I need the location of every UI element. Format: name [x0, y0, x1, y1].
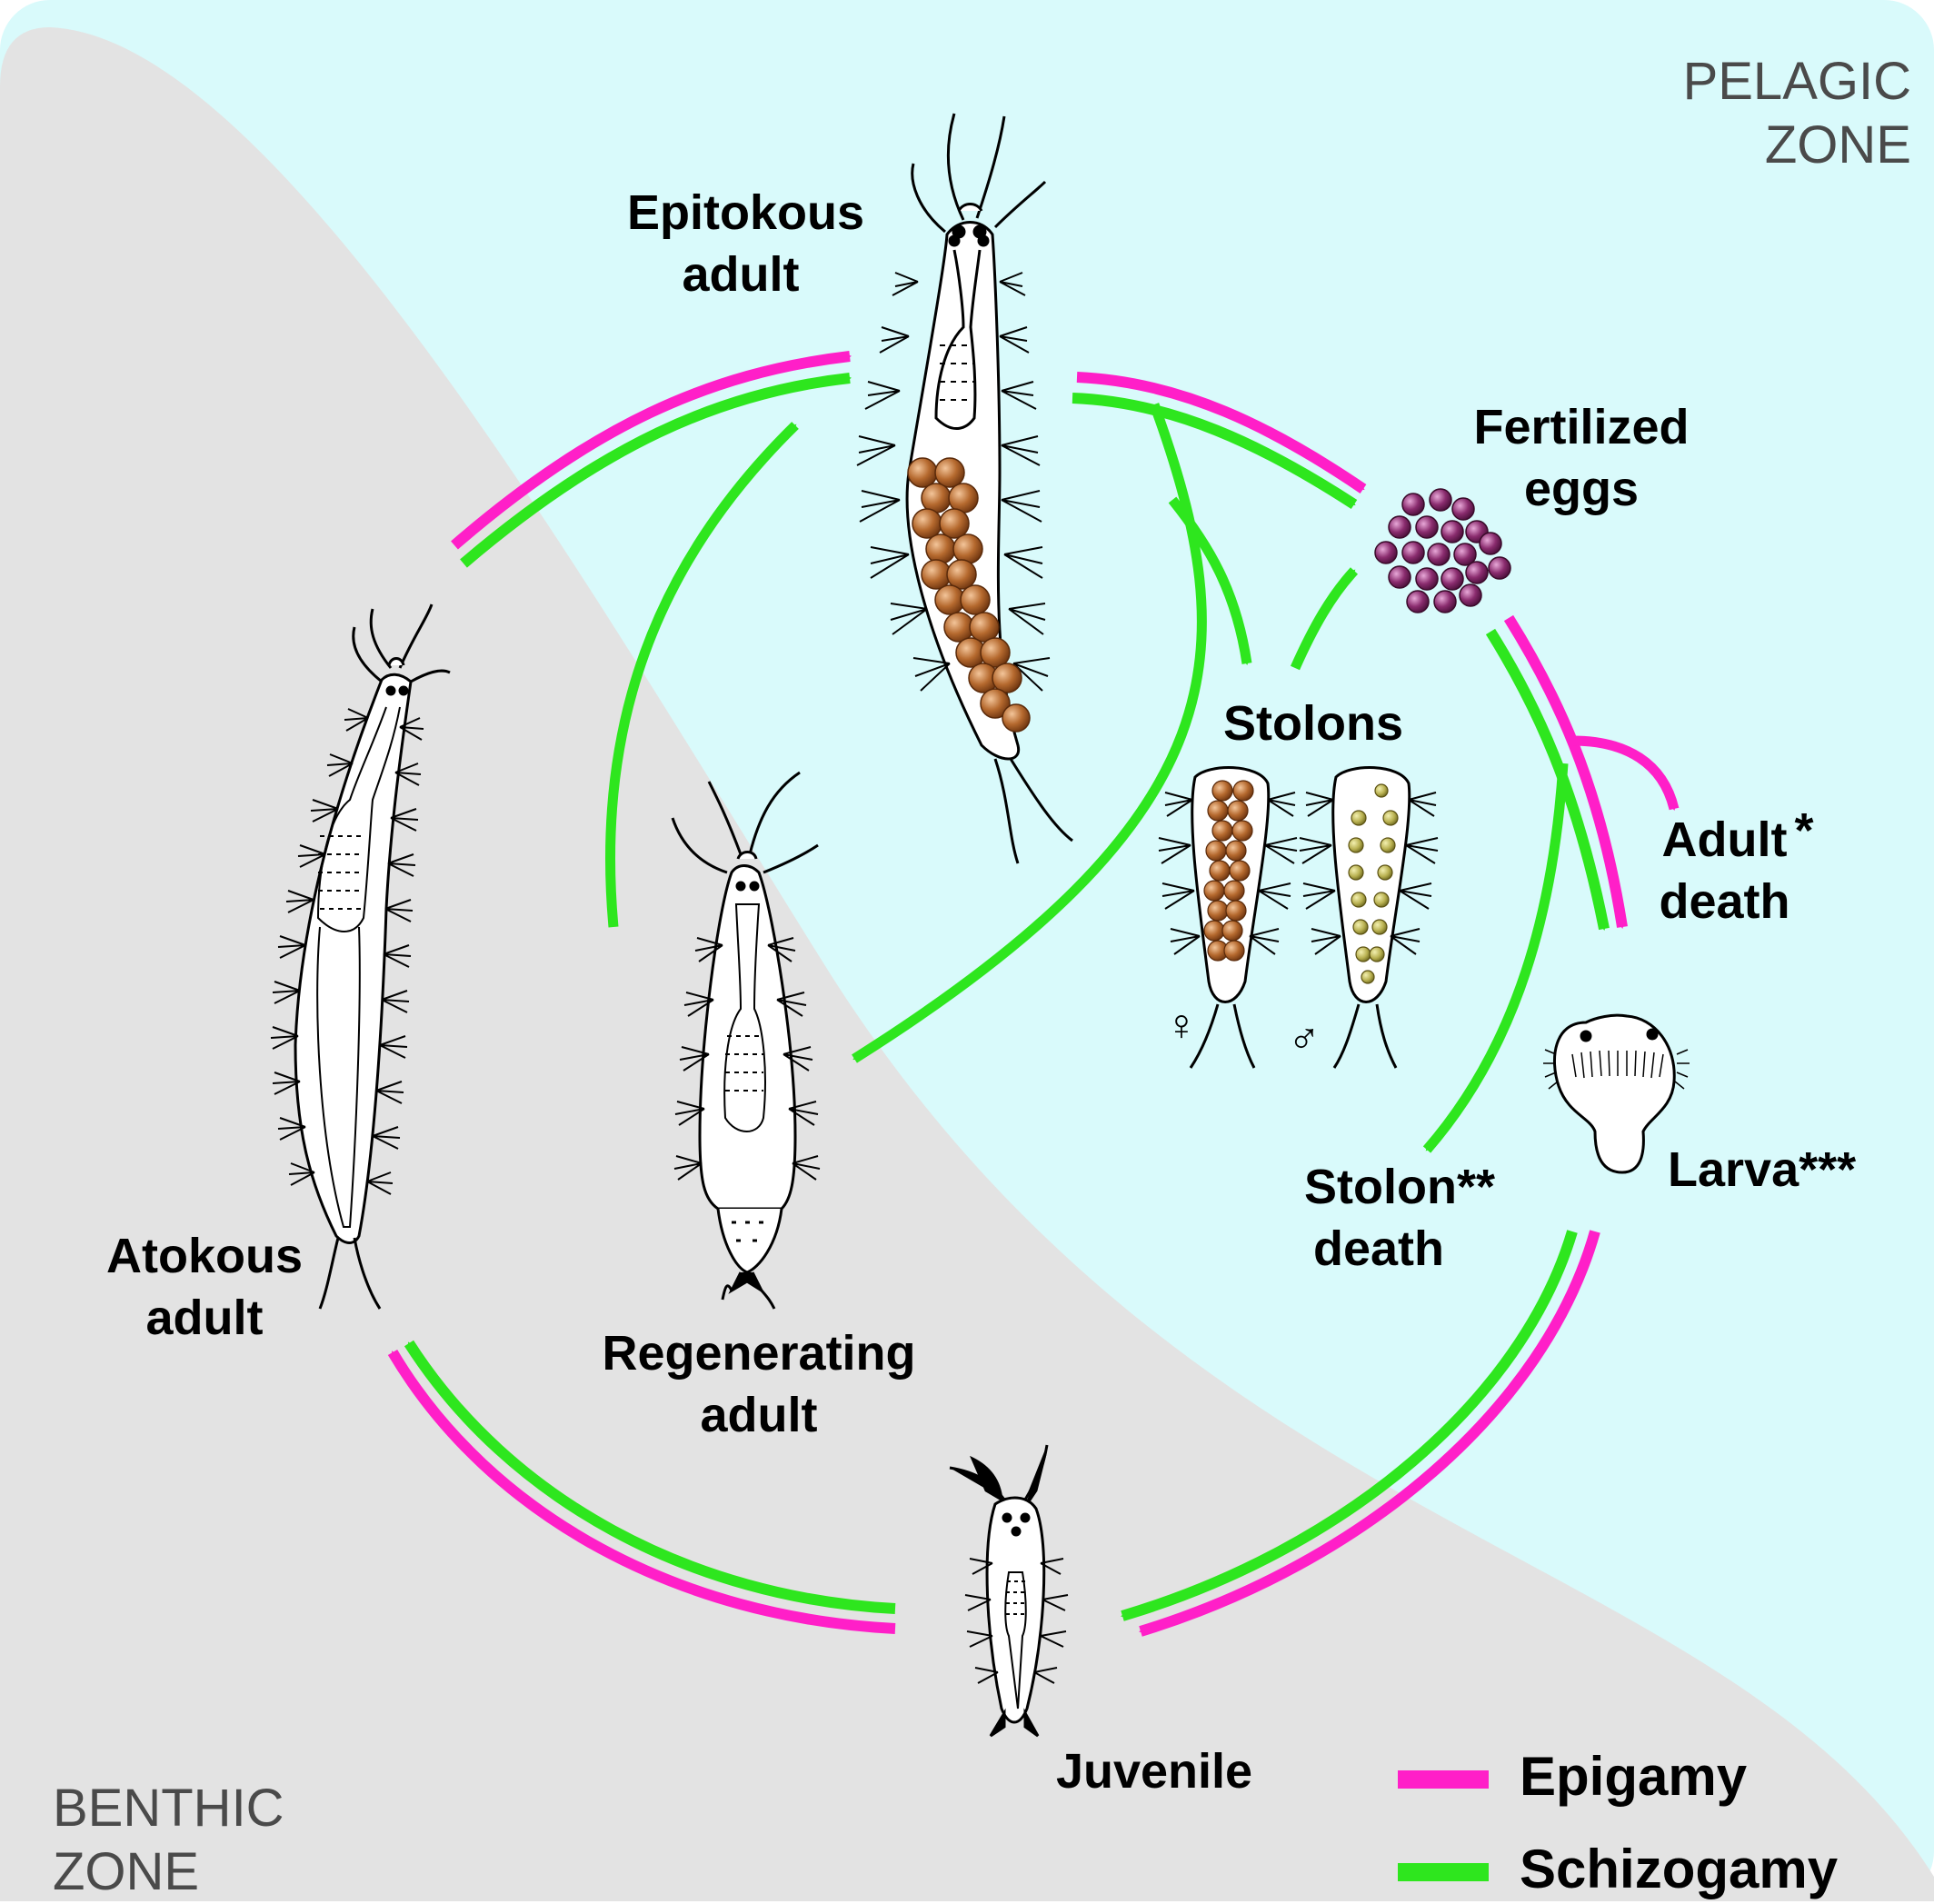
arrow-epigamy-to-adult-death	[1571, 735, 1680, 811]
benthic-zone-line-1: BENTHIC	[53, 1779, 284, 1838]
legend-label-epigamy: Epigamy	[1520, 1746, 1748, 1807]
adult-death-line-2: death	[1659, 874, 1790, 929]
atokous-adult-illustration	[270, 603, 451, 1310]
regenerating-adult-illustration	[671, 771, 821, 1310]
adult-death-line-1: Adult	[1661, 812, 1788, 867]
epitokous-adult-label: Epitokous adult	[627, 182, 865, 305]
adult-death-label: Adult death	[1645, 809, 1804, 932]
pelagic-zone-line-2: ZONE	[1764, 115, 1911, 174]
arrow-schizogamy-to-stolon-death	[1422, 763, 1569, 1153]
arrow-epigamy-epitokous-to-eggs	[1076, 372, 1367, 493]
juvenile-label: Juvenile	[1055, 1744, 1253, 1799]
pelagic-zone-line-1: PELAGIC	[1682, 52, 1911, 111]
epitokous-line-1: Epitokous	[627, 185, 865, 240]
fertilized-line-2: eggs	[1523, 462, 1640, 516]
arrow-schizogamy-epitokous-to-eggs	[1072, 393, 1358, 510]
arrow-epigamy-atokous-to-epitokous	[451, 351, 852, 550]
male-symbol: ♂	[1288, 1015, 1321, 1063]
arrow-schizogamy-eggs-to-larva	[1485, 628, 1610, 931]
atokous-line-2: adult	[145, 1291, 264, 1345]
female-symbol: ♀	[1165, 1002, 1198, 1050]
male-stolon-illustration	[1299, 766, 1439, 1069]
fertilized-line-1: Fertilized	[1473, 400, 1690, 454]
benthic-zone-label: BENTHIC ZONE	[53, 1777, 284, 1904]
stolons-label: Stolons	[1223, 696, 1403, 751]
arrow-schizogamy-regenerating-to-epitokous	[604, 422, 799, 928]
fertilized-eggs-cluster	[1374, 488, 1511, 613]
legend-label-schizogamy: Schizogamy	[1520, 1839, 1839, 1899]
adult-death-asterisk: *	[1794, 803, 1814, 858]
epitokous-line-2: adult	[682, 247, 800, 302]
regenerating-line-2: adult	[700, 1388, 818, 1442]
regenerating-line-1: Regenerating	[602, 1326, 916, 1381]
arrow-schizogamy-larva-to-juvenile	[1121, 1230, 1578, 1621]
arrow-schizogamy-to-regenerating	[852, 403, 1207, 1063]
larva-illustration	[1543, 1013, 1690, 1174]
arrow-schizogamy-stolons-to-eggs	[1290, 567, 1359, 671]
juvenile-illustration	[949, 1444, 1069, 1738]
stolon-death-line-1: Stolon**	[1304, 1160, 1495, 1214]
regenerating-adult-label: Regenerating adult	[582, 1322, 936, 1446]
pelagic-zone-label: PELAGIC ZONE	[1683, 50, 1911, 177]
female-stolon-illustration	[1158, 766, 1298, 1069]
epitokous-adult-illustration	[856, 113, 1073, 864]
benthic-zone-line-2: ZONE	[53, 1842, 200, 1901]
fertilized-eggs-label: Fertilized eggs	[1450, 396, 1713, 520]
arrow-epigamy-larva-to-juvenile	[1139, 1230, 1600, 1637]
arrow-schizogamy-atokous-to-epitokous	[460, 373, 852, 568]
legend-swatch-epigamy	[1398, 1770, 1489, 1789]
atokous-line-1: Atokous	[106, 1229, 303, 1283]
stolon-death-line-2: death	[1313, 1221, 1445, 1276]
arrow-epigamy-juvenile-to-atokous	[387, 1349, 896, 1634]
larva-label: Larva***	[1668, 1142, 1857, 1197]
arrow-schizogamy-juvenile-to-atokous	[404, 1340, 896, 1614]
stolon-death-label: Stolon** death	[1295, 1156, 1531, 1280]
atokous-adult-label: Atokous adult	[91, 1225, 318, 1349]
legend-swatch-schizogamy	[1398, 1863, 1489, 1881]
